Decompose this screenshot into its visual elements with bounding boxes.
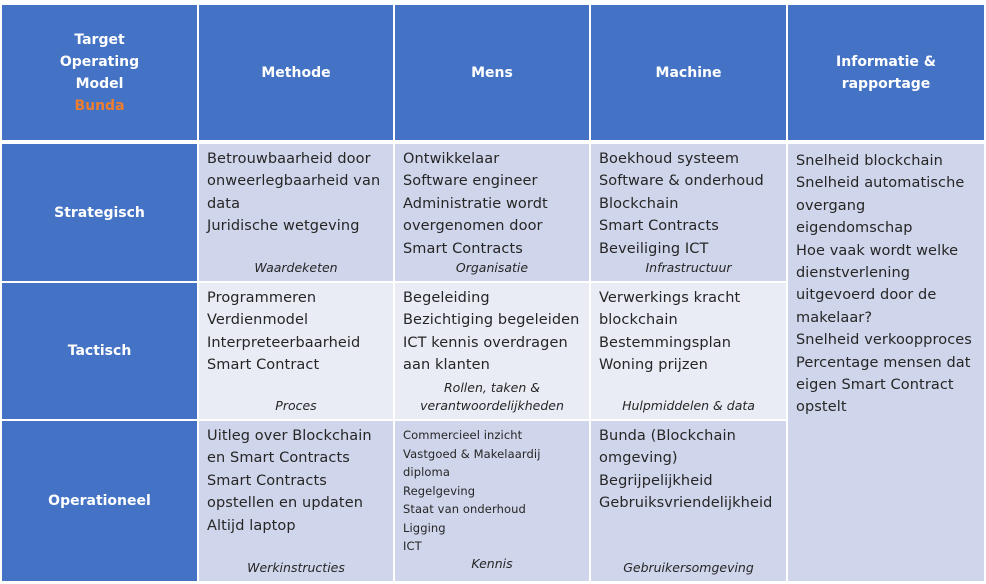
list-item: Vastgoed & Makelaardij: [403, 446, 541, 461]
cell-footer-rollen: Rollen, taken & verantwoordelijkheden: [395, 379, 589, 415]
target-operating-model-table: Target Operating Model Bunda Methode Men…: [2, 5, 984, 581]
strategisch-methode-cell: Betrouwbaarheid door onweerlegbaarheid v…: [199, 144, 395, 283]
operationeel-label: Operationeel: [48, 493, 151, 509]
list-item: overgenomen door: [403, 218, 543, 235]
machine-label: Machine: [655, 64, 722, 81]
list-item: Bestemmingsplan: [599, 334, 732, 351]
list-item: Boekhoud systeem: [599, 151, 740, 167]
column-header-methode: Methode: [199, 5, 395, 142]
list-item: Ligging: [403, 520, 446, 535]
list-item: Hoe vaak wordt welke: [796, 242, 959, 259]
list-item: Regelgeving: [403, 483, 476, 498]
list-item: Verwerkings kracht: [599, 290, 741, 306]
list-item: Staat van onderhoud: [403, 502, 526, 516]
list-item: overgang: [796, 197, 866, 214]
list-item: Programmeren: [207, 290, 317, 306]
list-item: Verdienmodel: [207, 312, 309, 329]
tactisch-methode-cell: Programmeren Verdienmodel Interpreteerba…: [199, 283, 395, 421]
list-item: dienstverlening: [796, 265, 911, 282]
list-item: eigendomschap: [796, 220, 913, 237]
footer-line-1: Rollen, taken &: [444, 380, 540, 395]
column-header-machine: Machine: [591, 5, 788, 142]
list-item: Bezichtiging begeleiden: [403, 312, 580, 329]
list-item: Snelheid blockchain: [796, 153, 943, 169]
list-item: Smart Contract: [207, 357, 320, 374]
row-header-operationeel: Operationeel: [2, 421, 199, 581]
list-item: opstellen en updaten: [207, 495, 364, 512]
cell-footer-waardeketen: Waardeketen: [254, 260, 338, 275]
strategisch-label: Strategisch: [54, 204, 145, 221]
tactisch-label: Tactisch: [67, 343, 132, 359]
list-item: onweerlegbaarheid van: [207, 173, 381, 190]
column-header-informatie: Informatie & rapportage: [788, 5, 984, 142]
informatie-label-line-1: Informatie &: [836, 53, 936, 70]
cell-footer-werkinstructies: Werkinstructies: [247, 560, 345, 575]
cell-footer-proces: Proces: [275, 398, 317, 413]
list-item: eigen Smart Contract: [796, 377, 954, 394]
list-item: Altijd laptop: [207, 517, 296, 534]
list-item: aan klanten: [403, 357, 490, 374]
list-item: blockchain: [599, 312, 678, 329]
informatie-label-line-2: rapportage: [841, 75, 931, 92]
list-item: Smart Contracts: [207, 472, 327, 489]
list-item: Begeleiding: [403, 290, 490, 306]
list-item: Blockchain: [599, 195, 679, 212]
list-item: Ontwikkelaar: [403, 151, 500, 167]
list-item: ICT kennis overdragen: [403, 334, 568, 351]
corner-header: Target Operating Model Bunda: [2, 5, 199, 142]
cell-footer-gebruikersomgeving: Gebruikersomgeving: [623, 560, 754, 575]
corner-line-1: Target: [74, 31, 125, 48]
list-item: Woning prijzen: [599, 357, 708, 374]
operationeel-methode-cell: Uitleg over Blockchain en Smart Contract…: [199, 421, 395, 581]
cell-footer-infrastructuur: Infrastructuur: [645, 260, 732, 275]
list-item: ICT: [403, 539, 422, 553]
operationeel-machine-cell: Bunda (Blockchain omgeving) Begrijpelijk…: [591, 421, 788, 581]
list-item: Gebruiksvriendelijkheid: [599, 495, 773, 512]
list-item: Commercieel inzicht: [403, 428, 523, 442]
list-item: opstelt: [796, 399, 847, 416]
informatie-cell: Snelheid blockchain Snelheid automatisch…: [788, 144, 984, 581]
list-item: Snelheid automatische: [796, 175, 965, 192]
corner-brand-bunda: Bunda: [74, 97, 125, 114]
list-item: Snelheid verkoopproces: [796, 332, 972, 349]
list-item: diploma: [403, 465, 450, 479]
list-item: uitgevoerd door de: [796, 287, 937, 304]
mens-label: Mens: [471, 64, 513, 81]
list-item: en Smart Contracts: [207, 450, 350, 467]
list-item: Software & onderhoud: [599, 173, 764, 190]
list-item: Smart Contracts: [599, 218, 719, 235]
list-item: Smart Contracts: [403, 240, 523, 257]
strategisch-machine-cell: Boekhoud systeem Software & onderhoud Bl…: [591, 144, 788, 283]
strategisch-mens-cell: Ontwikkelaar Software engineer Administr…: [395, 144, 591, 283]
row-header-tactisch: Tactisch: [2, 283, 199, 421]
operationeel-mens-cell: Commercieel inzicht Vastgoed & Makelaard…: [395, 421, 591, 581]
list-item: data: [207, 195, 241, 212]
footer-line-2: verantwoordelijkheden: [420, 398, 564, 413]
row-header-strategisch: Strategisch: [2, 144, 199, 283]
column-header-mens: Mens: [395, 5, 591, 142]
list-item: Bunda (Blockchain: [599, 428, 736, 444]
list-item: Software engineer: [403, 173, 538, 190]
list-item: omgeving): [599, 450, 678, 467]
list-item: Administratie wordt: [403, 195, 548, 212]
list-item: Juridische wetgeving: [207, 218, 360, 235]
corner-line-2: Operating: [59, 53, 140, 70]
tactisch-machine-cell: Verwerkings kracht blockchain Bestemming…: [591, 283, 788, 421]
list-item: Beveiliging ICT: [599, 240, 709, 257]
cell-footer-hulpmiddelen: Hulpmiddelen & data: [622, 398, 755, 413]
tactisch-mens-cell: Begeleiding Bezichtiging begeleiden ICT …: [395, 283, 591, 421]
corner-line-3: Model: [75, 75, 124, 92]
list-item: Begrijpelijkheid: [599, 472, 713, 489]
methode-label: Methode: [261, 64, 331, 81]
header-divider: [2, 140, 984, 143]
cell-footer-kennis: Kennis: [471, 556, 513, 571]
list-item: Uitleg over Blockchain: [207, 428, 372, 444]
list-item: makelaar?: [796, 309, 873, 326]
cell-footer-organisatie: Organisatie: [455, 260, 529, 275]
list-item: Percentage mensen dat: [796, 354, 971, 371]
list-item: Interpreteerbaarheid: [207, 334, 361, 351]
list-item: Betrouwbaarheid door: [207, 151, 371, 167]
